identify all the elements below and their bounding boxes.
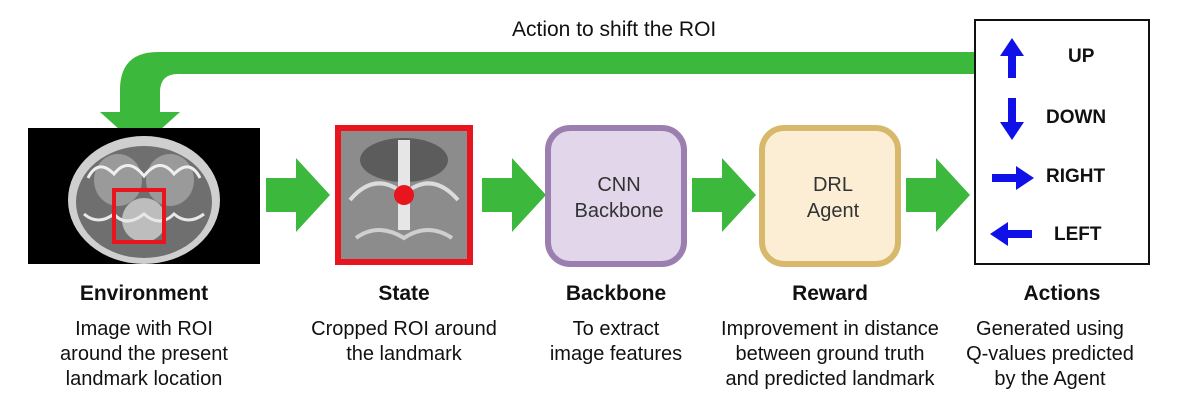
stage-desc-line: image features — [549, 343, 683, 365]
agent-box-label: DRL Agent — [762, 172, 904, 224]
agent-box-line-1: DRL — [812, 174, 853, 196]
backbone-box-label: CNN Backbone — [548, 172, 690, 224]
stage-desc-line: between ground truth — [735, 343, 925, 365]
action-label-right: RIGHT — [1046, 166, 1106, 187]
stage-desc-line: the landmark — [346, 343, 462, 365]
stage-desc-state: Cropped ROI around the landmark — [274, 317, 534, 367]
roi-box — [112, 188, 166, 244]
stage-desc-line: landmark location — [65, 368, 223, 390]
stage-desc-line: by the Agent — [994, 368, 1106, 390]
stage-title-reward: Reward — [792, 282, 868, 305]
flow-arrow-env-to-state — [266, 158, 330, 232]
arrow-up-icon — [1000, 38, 1024, 78]
stage-desc-reward: Improvement in distance between ground t… — [700, 317, 960, 392]
action-label-down: DOWN — [1046, 107, 1107, 128]
flow-arrow-state-to-backbone — [482, 158, 546, 232]
state-roi-crop-image — [335, 125, 473, 265]
stage-title-state: State — [378, 282, 430, 305]
actions-box — [974, 19, 1150, 265]
stage-desc-line: and predicted landmark — [725, 368, 935, 390]
environment-mri-image — [28, 128, 260, 264]
landmark-point — [394, 185, 414, 205]
action-label-up: UP — [1068, 46, 1095, 67]
stage-desc-backbone: To extract image features — [486, 317, 746, 367]
feedback-label: Action to shift the ROI — [512, 18, 717, 41]
agent-box-line-2: Agent — [806, 200, 860, 222]
arrow-right-icon — [992, 166, 1034, 190]
stage-desc-environment: Image with ROI around the present landma… — [14, 317, 274, 392]
stage-title-environment: Environment — [79, 282, 209, 305]
stage-desc-line: To extract — [572, 318, 660, 340]
stage-desc-line: around the present — [60, 343, 228, 365]
stage-title-actions: Actions — [1023, 282, 1101, 305]
cnn-backbone-box — [545, 125, 687, 267]
stage-desc-line: Generated using — [976, 318, 1124, 340]
backbone-box-line-1: CNN — [597, 174, 641, 196]
stage-desc-line: Image with ROI — [75, 318, 213, 340]
flow-arrow-agent-to-actions — [906, 158, 970, 232]
stage-desc-line: Q-values predicted — [966, 343, 1134, 365]
arrow-down-icon — [1000, 98, 1024, 140]
stage-desc-line: Cropped ROI around — [311, 318, 497, 340]
flow-arrow-backbone-to-agent — [692, 158, 756, 232]
backbone-box-line-2: Backbone — [574, 200, 664, 222]
arrow-left-icon — [990, 222, 1032, 246]
feedback-arrow — [100, 52, 975, 148]
stage-desc-line: Improvement in distance — [721, 318, 939, 340]
stage-desc-actions: Generated using Q-values predicted by th… — [924, 317, 1176, 392]
action-label-left: LEFT — [1054, 224, 1102, 245]
drl-agent-box — [759, 125, 901, 267]
stage-title-backbone: Backbone — [565, 282, 667, 305]
